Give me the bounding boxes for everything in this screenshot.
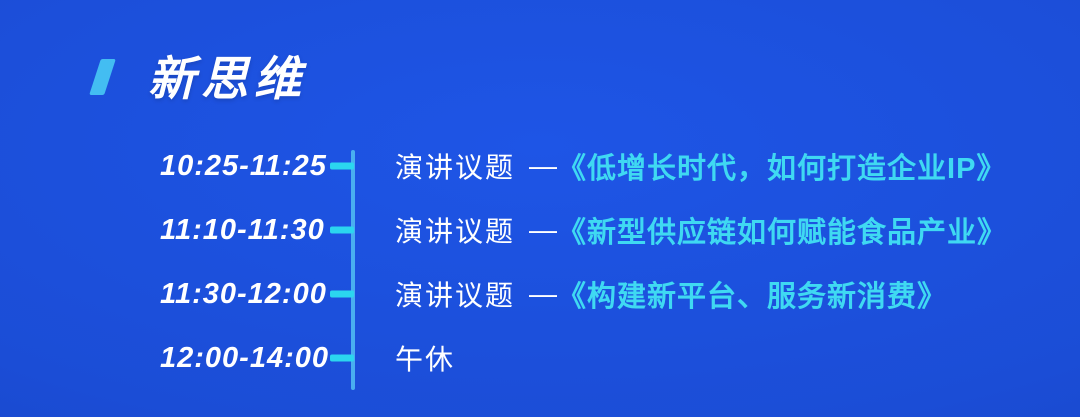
schedule-row: 10:25-11:25 演讲议题 — 《低增长时代，如何打造企业IP》 bbox=[160, 134, 1040, 198]
schedule-row: 12:00-14:00 午休 bbox=[160, 326, 1040, 390]
time-label: 11:30-12:00 bbox=[160, 277, 327, 310]
time-label: 10:25-11:25 bbox=[160, 149, 327, 182]
row-content: 演讲议题 — 《构建新平台、服务新消费》 bbox=[395, 273, 947, 315]
topic-label: 午休 bbox=[395, 344, 456, 375]
tick-mark-icon bbox=[330, 226, 354, 234]
dash-separator: — bbox=[529, 278, 558, 309]
tick-mark-icon bbox=[330, 290, 354, 298]
topic-title: 《构建新平台、服务新消费》 bbox=[557, 281, 948, 313]
tick-mark-icon bbox=[330, 354, 354, 362]
dash-separator: — bbox=[529, 150, 558, 181]
timeline-line bbox=[351, 150, 355, 390]
dash-separator: — bbox=[529, 214, 558, 245]
topic-label: 演讲议题 bbox=[395, 152, 516, 183]
topic-label: 演讲议题 bbox=[395, 216, 516, 247]
topic-title: 《低增长时代，如何打造企业IP》 bbox=[557, 153, 1007, 185]
section-header: 新思维 bbox=[89, 40, 307, 109]
schedule-row: 11:10-11:30 演讲议题 — 《新型供应链如何赋能食品产业》 bbox=[160, 198, 1040, 262]
tick-area bbox=[330, 262, 395, 326]
schedule-list: 10:25-11:25 演讲议题 — 《低增长时代，如何打造企业IP》 11:1… bbox=[160, 134, 1040, 392]
tick-area bbox=[330, 326, 395, 390]
tick-area bbox=[330, 198, 395, 262]
row-content: 午休 bbox=[395, 338, 469, 378]
topic-label: 演讲议题 bbox=[395, 280, 516, 311]
row-content: 演讲议题 — 《低增长时代，如何打造企业IP》 bbox=[395, 145, 1006, 187]
section-title: 新思维 bbox=[148, 52, 307, 105]
time-label: 12:00-14:00 bbox=[160, 341, 329, 374]
time-label: 11:10-11:30 bbox=[160, 213, 325, 246]
topic-title: 《新型供应链如何赋能食品产业》 bbox=[557, 217, 1008, 249]
tick-mark-icon bbox=[330, 162, 354, 170]
schedule-row: 11:30-12:00 演讲议题 — 《构建新平台、服务新消费》 bbox=[160, 262, 1040, 326]
row-content: 演讲议题 — 《新型供应链如何赋能食品产业》 bbox=[395, 209, 1007, 251]
tick-area bbox=[330, 134, 395, 198]
accent-bar-icon bbox=[89, 58, 116, 95]
